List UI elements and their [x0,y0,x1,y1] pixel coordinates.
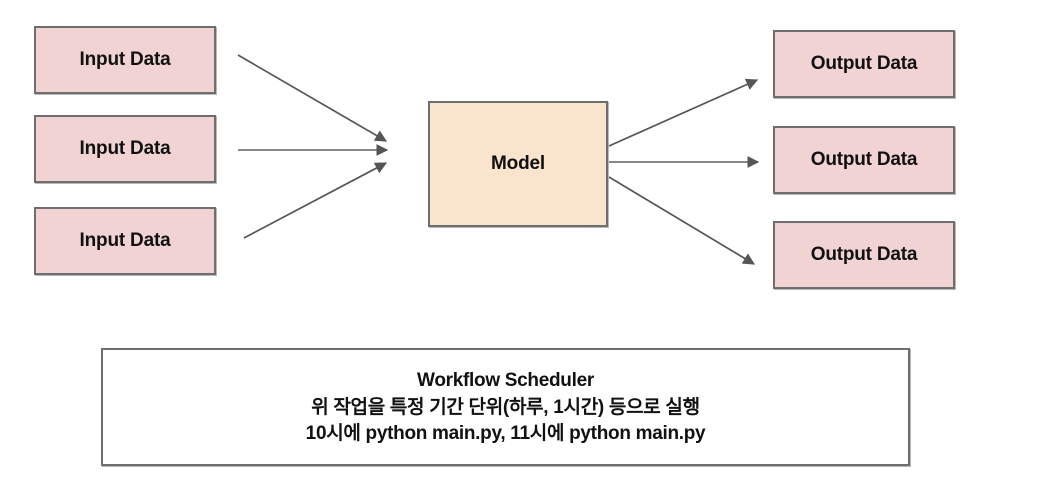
output-data-label-3: Output Data [810,244,918,265]
model-label: Model [491,153,545,174]
arrow-model-to-output-3 [608,176,756,265]
arrow-model-to-output-1 [608,78,759,147]
input-data-box-3: Input Data [34,207,216,275]
model-box: Model [428,101,608,227]
scheduler-example: 10시에 python main.py, 11시에 python main.py [305,423,706,445]
output-data-box-3: Output Data [773,221,955,289]
input-data-box-1: Input Data [34,26,216,94]
output-data-box-1: Output Data [773,30,955,98]
scheduler-description: 위 작업을 특정 기간 단위(하루, 1시간) 등으로 실행 [311,396,700,418]
input-data-label-1: Input Data [79,49,171,70]
input-data-label-3: Input Data [79,230,171,251]
arrow-input-3-to-model [243,162,388,239]
arrow-input-1-to-model [237,54,388,142]
input-data-box-2: Input Data [34,115,216,183]
workflow-scheduler-panel: Workflow Scheduler 위 작업을 특정 기간 단위(하루, 1시… [101,348,910,466]
output-data-label-2: Output Data [810,149,918,170]
scheduler-title: Workflow Scheduler [417,369,594,391]
output-data-label-1: Output Data [810,53,918,74]
output-data-box-2: Output Data [773,126,955,194]
input-data-label-2: Input Data [79,138,171,159]
